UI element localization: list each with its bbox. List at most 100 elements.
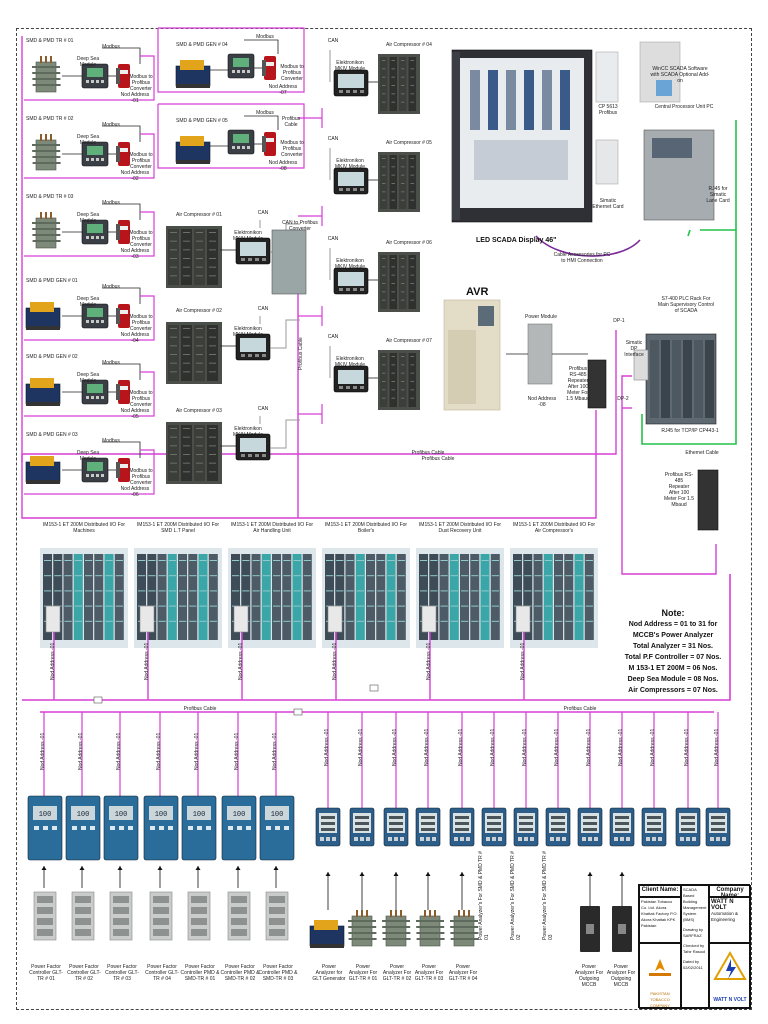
elektronikon-key (360, 386, 364, 389)
rack-module-line (293, 590, 301, 592)
cabinet-vent (391, 199, 395, 201)
cabinet-vent (382, 258, 386, 259)
transformer-bushing (50, 212, 52, 219)
cabinet-vent (410, 93, 414, 95)
rack-module (355, 554, 365, 640)
cabinet-vent (382, 372, 386, 374)
rack-module-line (585, 620, 593, 622)
transformer-fin (32, 84, 61, 86)
elektronikon-key (255, 258, 259, 261)
rack-module-line (565, 590, 573, 592)
analyzer-node-address: Nod Address -01 (490, 728, 496, 766)
power-analyzer (449, 807, 475, 847)
pfc-key (266, 826, 271, 830)
cabinet-vent (196, 436, 203, 438)
cabinet-vent (196, 471, 203, 473)
elektronikon-module (235, 333, 271, 361)
transformer-fin (416, 920, 444, 922)
rack-module (325, 554, 335, 640)
can-profibus-converter (271, 229, 307, 295)
drawing-frame (16, 28, 752, 1010)
analyzer-node-address: Nod Address -01 (554, 728, 560, 766)
elektronikon-module (333, 167, 369, 195)
cabinet-vent (170, 275, 177, 277)
rack-module-line (461, 575, 469, 577)
et200m-node-address: Nod Address -01 (426, 642, 432, 680)
compressor-label: Air Compressor # 04 (386, 42, 432, 48)
deep-sea-key (232, 70, 235, 73)
elektronikon-key (262, 258, 266, 261)
rack-module-line (168, 575, 176, 577)
modbus-profibus-converter (116, 304, 130, 328)
elektronikon-key (346, 386, 350, 389)
cabinet-vent (209, 240, 216, 242)
dp2-label: DP-2 (617, 396, 629, 402)
rack-module-line (471, 605, 479, 607)
rack-module-line (534, 575, 542, 577)
s7400-module (650, 340, 659, 418)
rack-module (302, 554, 312, 640)
rack-module-line (514, 575, 522, 577)
cabinet-vent (410, 389, 414, 391)
cabinet-panel (168, 425, 179, 481)
equipment-label: SMD & PMD GEN # 01 (26, 278, 78, 284)
rack-module-line (283, 605, 291, 607)
note-line: M 153-1 ET 200M = 06 Nos. (628, 665, 718, 672)
cabinet-vent (391, 274, 395, 276)
et200m-connector (45, 605, 61, 633)
can-label: CAN (327, 236, 339, 242)
rack-module-line (242, 575, 250, 577)
breaker-slot (113, 918, 129, 925)
rack-module-line (481, 560, 489, 561)
rack-module-line (293, 620, 301, 622)
generator-skid (310, 944, 344, 948)
rack-module-line (85, 560, 93, 561)
analyzer-digits (355, 828, 369, 831)
arrow-head (79, 866, 85, 870)
cabinet-panel (389, 57, 397, 111)
switchgear-breaker (149, 891, 173, 941)
breaker-slot (75, 907, 91, 914)
rack-module-line (397, 560, 405, 561)
equipment-label: SMD & PMD TR # 03 (26, 194, 74, 200)
transformer-fin (32, 234, 61, 236)
power-analyzer (675, 807, 701, 847)
mccb-lever (586, 924, 594, 934)
client-address: Pakistan Tobacco Co. Ltd. Akora Khattak … (639, 897, 681, 943)
ethernet-cable-label: Ethernet Cable (685, 450, 719, 456)
rack-module-line (336, 590, 344, 592)
elektronikon-label: Elektronikon MKIV Module (232, 230, 263, 242)
cabinet-vent (382, 199, 386, 201)
elektronikon-screen (240, 438, 266, 452)
rack-module-line (158, 560, 166, 561)
rack-module-line (64, 605, 72, 607)
rack-module-line (346, 575, 354, 577)
rack-module-line (85, 605, 93, 607)
elektronikon-screen (338, 370, 364, 384)
rack-module (53, 554, 63, 640)
company-name-label: Company Name: (709, 885, 751, 897)
deep-sea-key (101, 158, 104, 161)
cabinet-vent (401, 283, 405, 284)
elektronikon-screen (338, 172, 364, 186)
cabinet-panel (399, 353, 407, 407)
deep-sea-key (96, 80, 99, 83)
cabinet-vent (401, 60, 405, 61)
title-block: Client Name: SCADA Based Building Manage… (638, 884, 751, 1009)
transformer-fin (450, 920, 478, 922)
analyzer-key (716, 837, 720, 841)
rack-module-line (138, 590, 146, 592)
cabinet-vent (196, 428, 203, 429)
et200m-node-address: Nod Address -01 (144, 642, 150, 680)
cabinet-vent (183, 462, 190, 464)
converter-label (266, 62, 274, 66)
deep-sea-screen (87, 384, 103, 393)
cabinet-panel (380, 353, 388, 407)
rack-module-line (273, 575, 281, 577)
elektronikon-key (262, 354, 266, 357)
cabinet-vent (183, 275, 190, 277)
rack-module-line (179, 560, 187, 561)
cabinet-vent (391, 101, 395, 103)
rack-module-line (326, 575, 334, 577)
cabinet-vent (391, 258, 395, 259)
